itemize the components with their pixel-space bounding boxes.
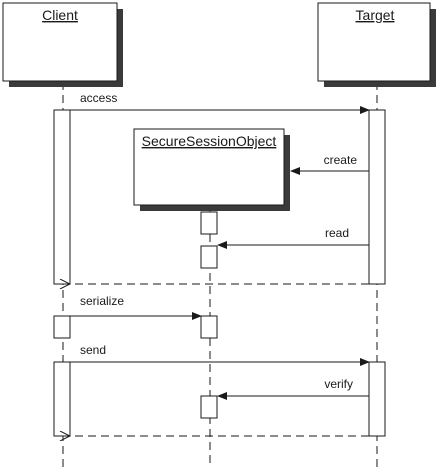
client-activation-3 (53, 361, 71, 437)
access-label: access (80, 91, 117, 105)
client-activation-2 (53, 315, 71, 339)
session-activation-4 (200, 395, 218, 419)
create-label: create (324, 153, 358, 167)
target-activation-1 (368, 109, 386, 285)
target-participant: Target (317, 2, 436, 87)
read-label: read (325, 226, 349, 240)
client-participant: Client (2, 2, 123, 87)
client-box (2, 2, 118, 82)
serialize-label: serialize (80, 294, 124, 308)
target-label: Target (356, 7, 395, 23)
session-box (133, 128, 285, 206)
verify-label: verify (324, 377, 353, 391)
session-activation-3 (200, 315, 218, 339)
session-activation-1 (200, 211, 218, 235)
session-label: SecureSessionObject (142, 133, 277, 149)
target-box (317, 2, 431, 82)
session-participant: SecureSessionObject (133, 128, 290, 211)
session-activation-2 (200, 245, 218, 269)
send-label: send (80, 343, 106, 357)
client-activation-1 (53, 109, 71, 285)
client-label: Client (42, 7, 78, 23)
target-activation-2 (368, 361, 386, 437)
